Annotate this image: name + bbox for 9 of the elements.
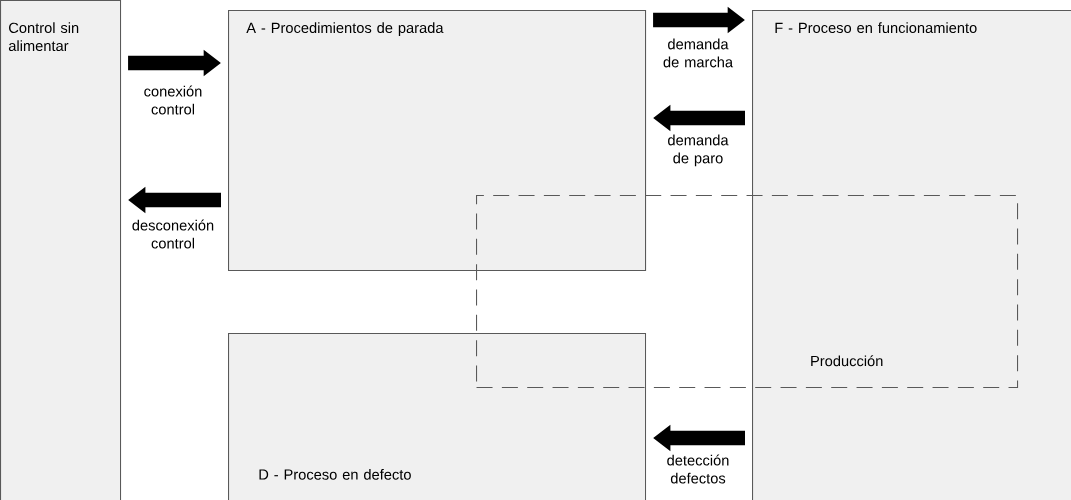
dashed-region: Producción — [476, 195, 1019, 389]
edge-label: desconexión control — [132, 219, 214, 249]
edge-label: detección defectos — [667, 454, 729, 484]
edge-label: demanda de marcha — [663, 38, 734, 68]
state-box: D - Proceso en defecto — [228, 333, 647, 500]
state-box: A - Procedimientos de parada — [228, 10, 647, 272]
state-box: Control sin alimentar — [0, 0, 122, 500]
edge-label: demanda de paro — [668, 134, 729, 167]
edge-label: conexión control — [144, 85, 202, 115]
